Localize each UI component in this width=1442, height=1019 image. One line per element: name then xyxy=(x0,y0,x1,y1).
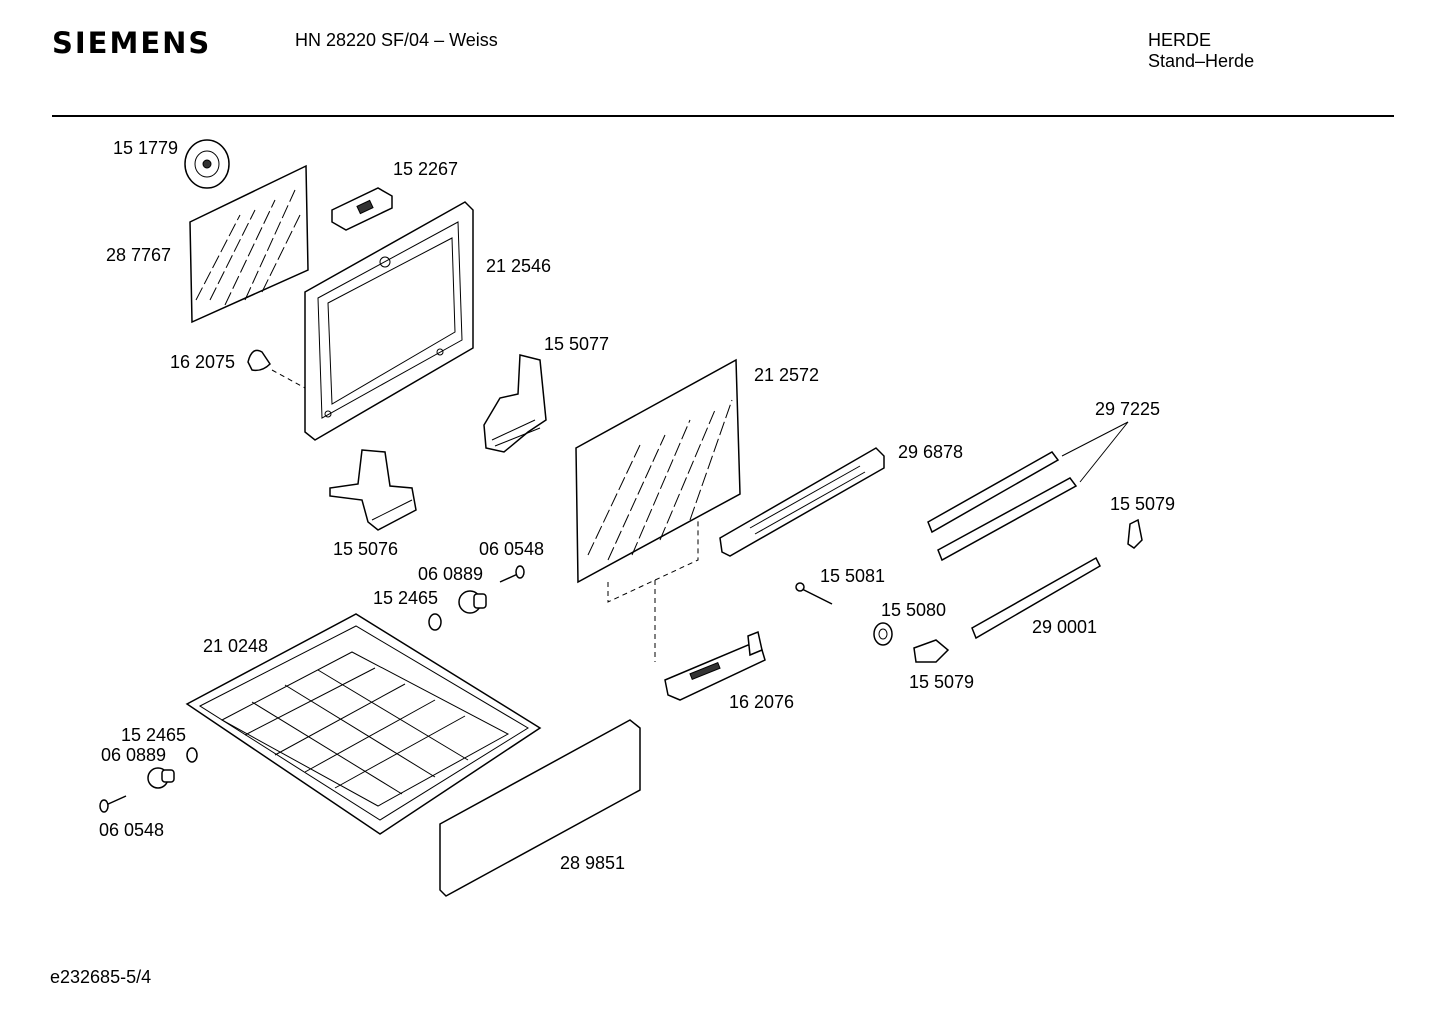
label-155077: 15 5077 xyxy=(544,334,609,354)
label-060889-lower: 06 0889 xyxy=(101,745,166,765)
part-clip-162075[interactable] xyxy=(247,349,306,389)
part-strip-297225[interactable] xyxy=(927,421,1129,562)
header-divider xyxy=(52,115,1394,117)
part-washer-152465-lower[interactable] xyxy=(186,747,198,763)
part-screw-155081[interactable] xyxy=(795,582,833,605)
part-drawer-front-289851[interactable] xyxy=(439,719,641,897)
label-162075: 16 2075 xyxy=(170,352,235,372)
category-label: HERDE xyxy=(1148,30,1212,50)
label-289851: 28 9851 xyxy=(560,853,625,873)
part-bar-290001[interactable] xyxy=(971,556,1101,640)
label-060548-upper: 06 0548 xyxy=(479,539,544,559)
label-162076: 16 2076 xyxy=(729,692,794,712)
label-297225: 29 7225 xyxy=(1095,399,1160,419)
label-290001: 29 0001 xyxy=(1032,617,1097,637)
part-roller-060889-upper[interactable] xyxy=(458,590,487,614)
brand-logo: SIEMENS xyxy=(52,26,212,60)
part-hinge-155076[interactable] xyxy=(329,449,417,531)
part-hinge-155077[interactable] xyxy=(483,354,547,453)
label-155079-upper: 15 5079 xyxy=(1110,494,1175,514)
label-152465-upper: 15 2465 xyxy=(373,588,438,608)
part-glass-212572[interactable] xyxy=(575,358,741,662)
part-knob-151779[interactable] xyxy=(184,139,230,189)
part-drawer-210248[interactable] xyxy=(185,613,542,835)
part-bolt-060548-lower[interactable] xyxy=(99,795,127,813)
label-155081: 15 5081 xyxy=(820,566,885,586)
part-bolt-060548-upper[interactable] xyxy=(499,565,525,583)
label-060889-upper: 06 0889 xyxy=(418,564,483,584)
part-roller-060889-lower[interactable] xyxy=(147,767,175,789)
label-155079-lower: 15 5079 xyxy=(909,672,974,692)
label-155080: 15 5080 xyxy=(881,600,946,620)
document-id: e232685-5/4 xyxy=(50,967,152,987)
part-clip-155079-lower[interactable] xyxy=(913,639,950,663)
label-296878: 29 6878 xyxy=(898,442,963,462)
model-title: HN 28220 SF/04 – Weiss xyxy=(295,30,498,50)
part-door-frame-212546[interactable] xyxy=(304,201,474,441)
part-washer-155080[interactable] xyxy=(873,622,893,646)
label-060548-lower: 06 0548 xyxy=(99,820,164,840)
part-clip-155079-upper[interactable] xyxy=(1127,518,1143,549)
label-151779: 15 1779 xyxy=(113,138,178,158)
part-glass-287767[interactable] xyxy=(189,164,309,324)
label-212572: 21 2572 xyxy=(754,365,819,385)
label-152465-lower: 15 2465 xyxy=(121,725,186,745)
part-rail-296878[interactable] xyxy=(719,447,885,557)
subcategory-label: Stand–Herde xyxy=(1148,51,1255,71)
label-152267: 15 2267 xyxy=(393,159,458,179)
part-washer-152465-upper[interactable] xyxy=(428,613,442,631)
label-155076: 15 5076 xyxy=(333,539,398,559)
part-latch-152267[interactable] xyxy=(331,187,393,231)
label-212546: 21 2546 xyxy=(486,256,551,276)
label-287767: 28 7767 xyxy=(106,245,171,265)
part-bracket-162076[interactable] xyxy=(664,630,766,701)
label-210248: 21 0248 xyxy=(203,636,268,656)
